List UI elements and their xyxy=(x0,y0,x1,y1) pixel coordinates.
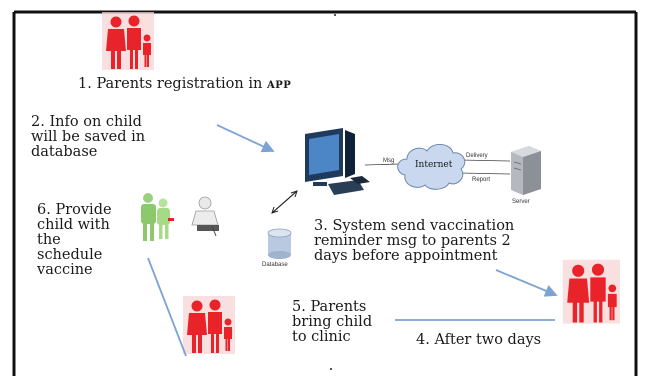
database-label: Database xyxy=(262,262,288,268)
step-3-label: 3. System send vaccination reminder msg … xyxy=(314,218,515,264)
arrow-info-to-computer xyxy=(216,124,275,153)
step-2-label: 2. Info on child will be saved in databa… xyxy=(31,114,146,160)
doctor-icon xyxy=(191,196,219,237)
server-icon xyxy=(511,146,541,195)
step-6-label: 6. Provide child with the schedule vacci… xyxy=(37,202,112,278)
msg-label: Msg xyxy=(383,158,395,164)
family-icon xyxy=(183,296,235,354)
family-icon xyxy=(562,259,620,324)
patient-icon xyxy=(141,193,174,241)
report-label: Report xyxy=(472,177,491,183)
internet-cloud-icon xyxy=(397,144,466,190)
arrow-to-clinic xyxy=(147,257,187,357)
delivery-label: Delivery xyxy=(466,153,488,159)
server-label: Server xyxy=(512,199,530,205)
step-5-label: 5. Parents bring child to clinic xyxy=(292,299,373,345)
step-4-label: 4. After two days xyxy=(416,332,542,348)
step-1-label: 1. Parents registration in APP xyxy=(78,76,292,92)
internet-label: Internet xyxy=(415,160,453,170)
family-icon xyxy=(102,12,154,70)
database-icon xyxy=(267,228,292,259)
app-label: APP xyxy=(266,80,292,91)
arrow-to-parents xyxy=(495,269,558,297)
computer-icon xyxy=(305,128,370,195)
